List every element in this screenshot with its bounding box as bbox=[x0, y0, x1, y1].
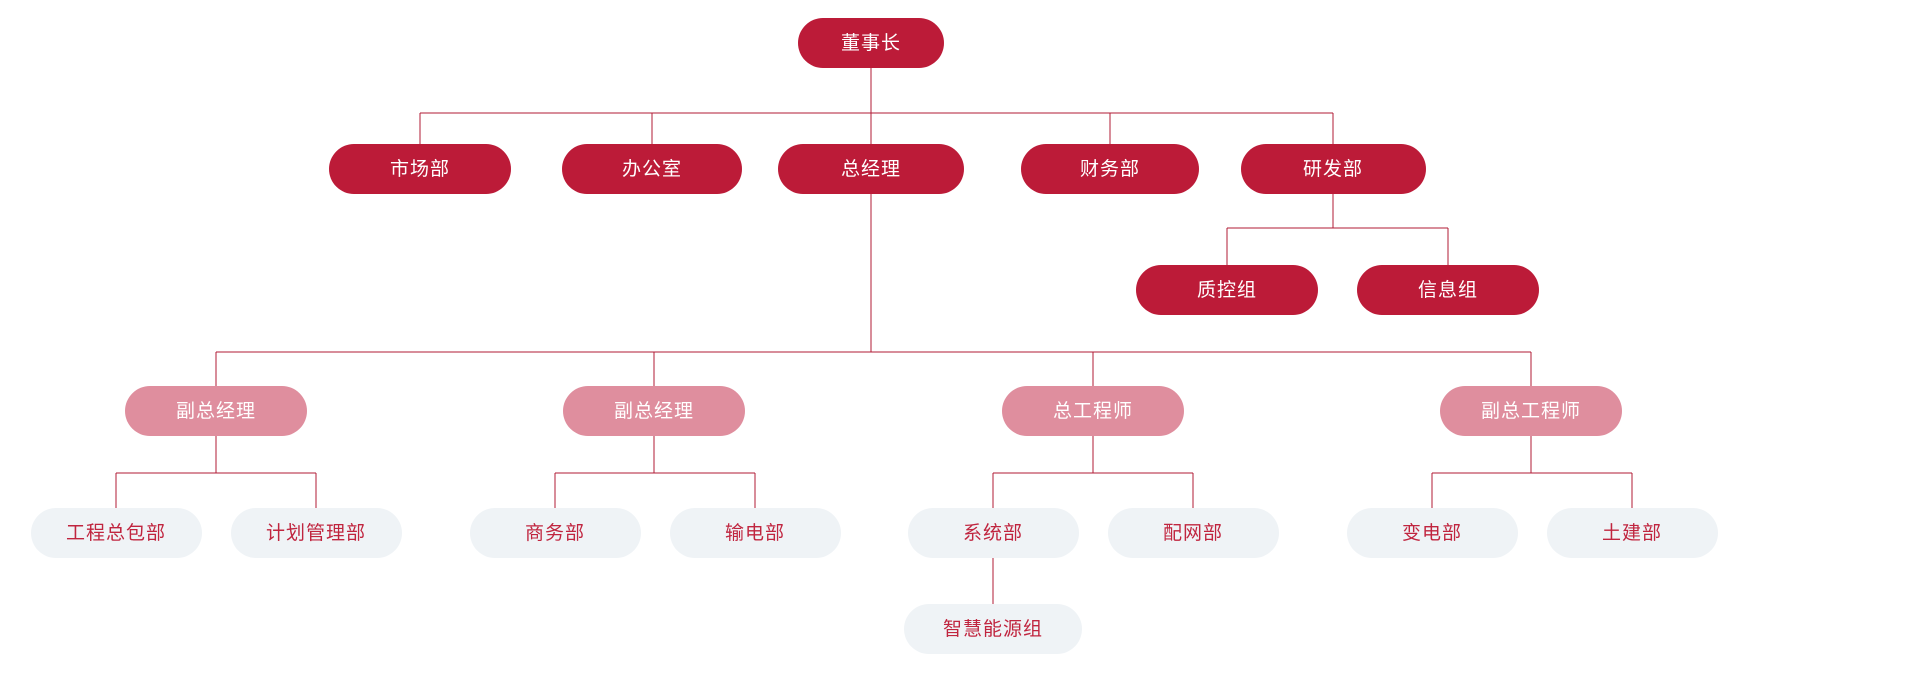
org-node-label: 计划管理部 bbox=[265, 522, 366, 544]
org-node-label: 市场部 bbox=[389, 158, 450, 180]
org-node-label: 总经理 bbox=[840, 158, 901, 180]
org-node-n4[interactable]: 财务部 bbox=[1021, 144, 1199, 194]
org-node-label: 变电部 bbox=[1401, 522, 1462, 544]
org-node-label: 输电部 bbox=[724, 522, 785, 544]
org-node-n16[interactable]: 系统部 bbox=[907, 508, 1079, 558]
org-node-n3[interactable]: 总经理 bbox=[778, 144, 964, 194]
org-node-n17[interactable]: 配网部 bbox=[1107, 508, 1279, 558]
org-node-n6[interactable]: 质控组 bbox=[1136, 265, 1318, 315]
org-node-n7[interactable]: 信息组 bbox=[1357, 265, 1539, 315]
org-node-label: 土建部 bbox=[1601, 522, 1662, 544]
org-node-n2[interactable]: 办公室 bbox=[562, 144, 742, 194]
org-node-n15[interactable]: 输电部 bbox=[669, 508, 841, 558]
org-node-n9[interactable]: 副总经理 bbox=[563, 386, 745, 436]
org-node-label: 总工程师 bbox=[1052, 400, 1133, 422]
org-node-label: 副总工程师 bbox=[1480, 400, 1581, 422]
org-node-n0[interactable]: 董事长 bbox=[798, 18, 944, 68]
org-node-label: 副总经理 bbox=[613, 400, 694, 422]
org-node-label: 信息组 bbox=[1417, 279, 1478, 301]
org-node-n20[interactable]: 智慧能源组 bbox=[904, 604, 1082, 654]
org-node-n1[interactable]: 市场部 bbox=[329, 144, 511, 194]
org-node-label: 系统部 bbox=[962, 522, 1023, 544]
org-node-label: 研发部 bbox=[1302, 158, 1363, 180]
org-node-n13[interactable]: 计划管理部 bbox=[230, 508, 402, 558]
org-node-label: 财务部 bbox=[1079, 158, 1140, 180]
org-node-n5[interactable]: 研发部 bbox=[1240, 144, 1426, 194]
org-node-label: 智慧能源组 bbox=[942, 618, 1043, 640]
org-node-label: 副总经理 bbox=[175, 400, 256, 422]
org-node-n19[interactable]: 土建部 bbox=[1546, 508, 1718, 558]
org-node-n10[interactable]: 总工程师 bbox=[1002, 386, 1184, 436]
org-node-label: 董事长 bbox=[840, 32, 901, 54]
org-node-label: 质控组 bbox=[1196, 279, 1257, 301]
org-node-label: 办公室 bbox=[621, 158, 682, 180]
org-node-label: 工程总包部 bbox=[65, 522, 166, 544]
org-node-label: 商务部 bbox=[524, 522, 585, 544]
org-node-n11[interactable]: 副总工程师 bbox=[1440, 386, 1622, 436]
org-node-n14[interactable]: 商务部 bbox=[469, 508, 641, 558]
org-node-label: 配网部 bbox=[1162, 522, 1223, 544]
org-node-n12[interactable]: 工程总包部 bbox=[30, 508, 202, 558]
org-node-n8[interactable]: 副总经理 bbox=[125, 386, 307, 436]
org-node-n18[interactable]: 变电部 bbox=[1346, 508, 1518, 558]
